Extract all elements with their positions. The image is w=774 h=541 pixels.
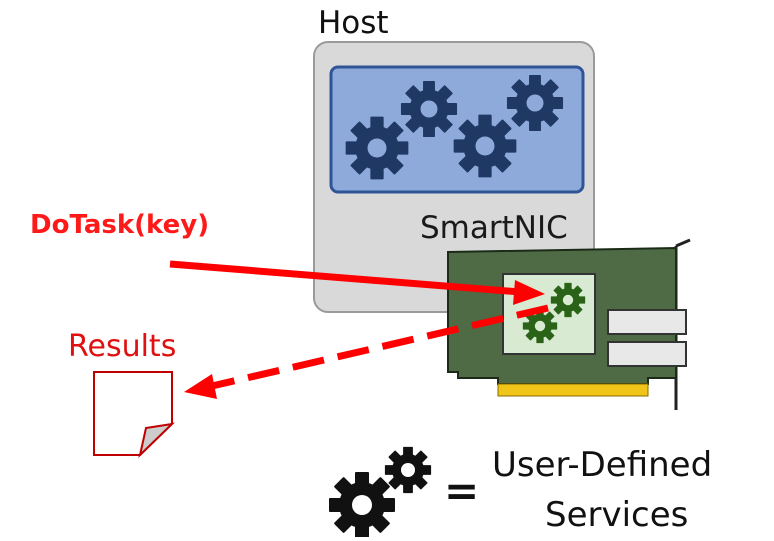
equals-sign: = — [444, 466, 480, 515]
nic-port — [607, 309, 687, 335]
nic-port — [607, 341, 687, 367]
smartnic-label: SmartNIC — [420, 210, 568, 246]
edge-connector — [497, 383, 649, 397]
arrow-icon — [513, 280, 545, 305]
host-gear-icon — [400, 80, 458, 138]
results-label: Results — [68, 329, 177, 364]
host-label: Host — [318, 5, 389, 41]
document-icon — [93, 371, 173, 456]
legend-text-line2: Services — [545, 495, 689, 535]
dotask-arrow — [169, 260, 521, 296]
legend-gear-icon — [329, 472, 395, 538]
nic-gear-icon — [550, 282, 586, 318]
host-gear-icon — [453, 114, 517, 178]
legend-gear-icon — [384, 446, 432, 494]
results-arrow — [211, 304, 549, 390]
legend-text-line1: User-Defined — [492, 445, 713, 485]
host-gear-icon — [345, 116, 409, 180]
dotask-label: DoTask(key) — [30, 210, 210, 240]
arrow-icon — [184, 374, 217, 399]
host-gear-icon — [506, 74, 564, 132]
